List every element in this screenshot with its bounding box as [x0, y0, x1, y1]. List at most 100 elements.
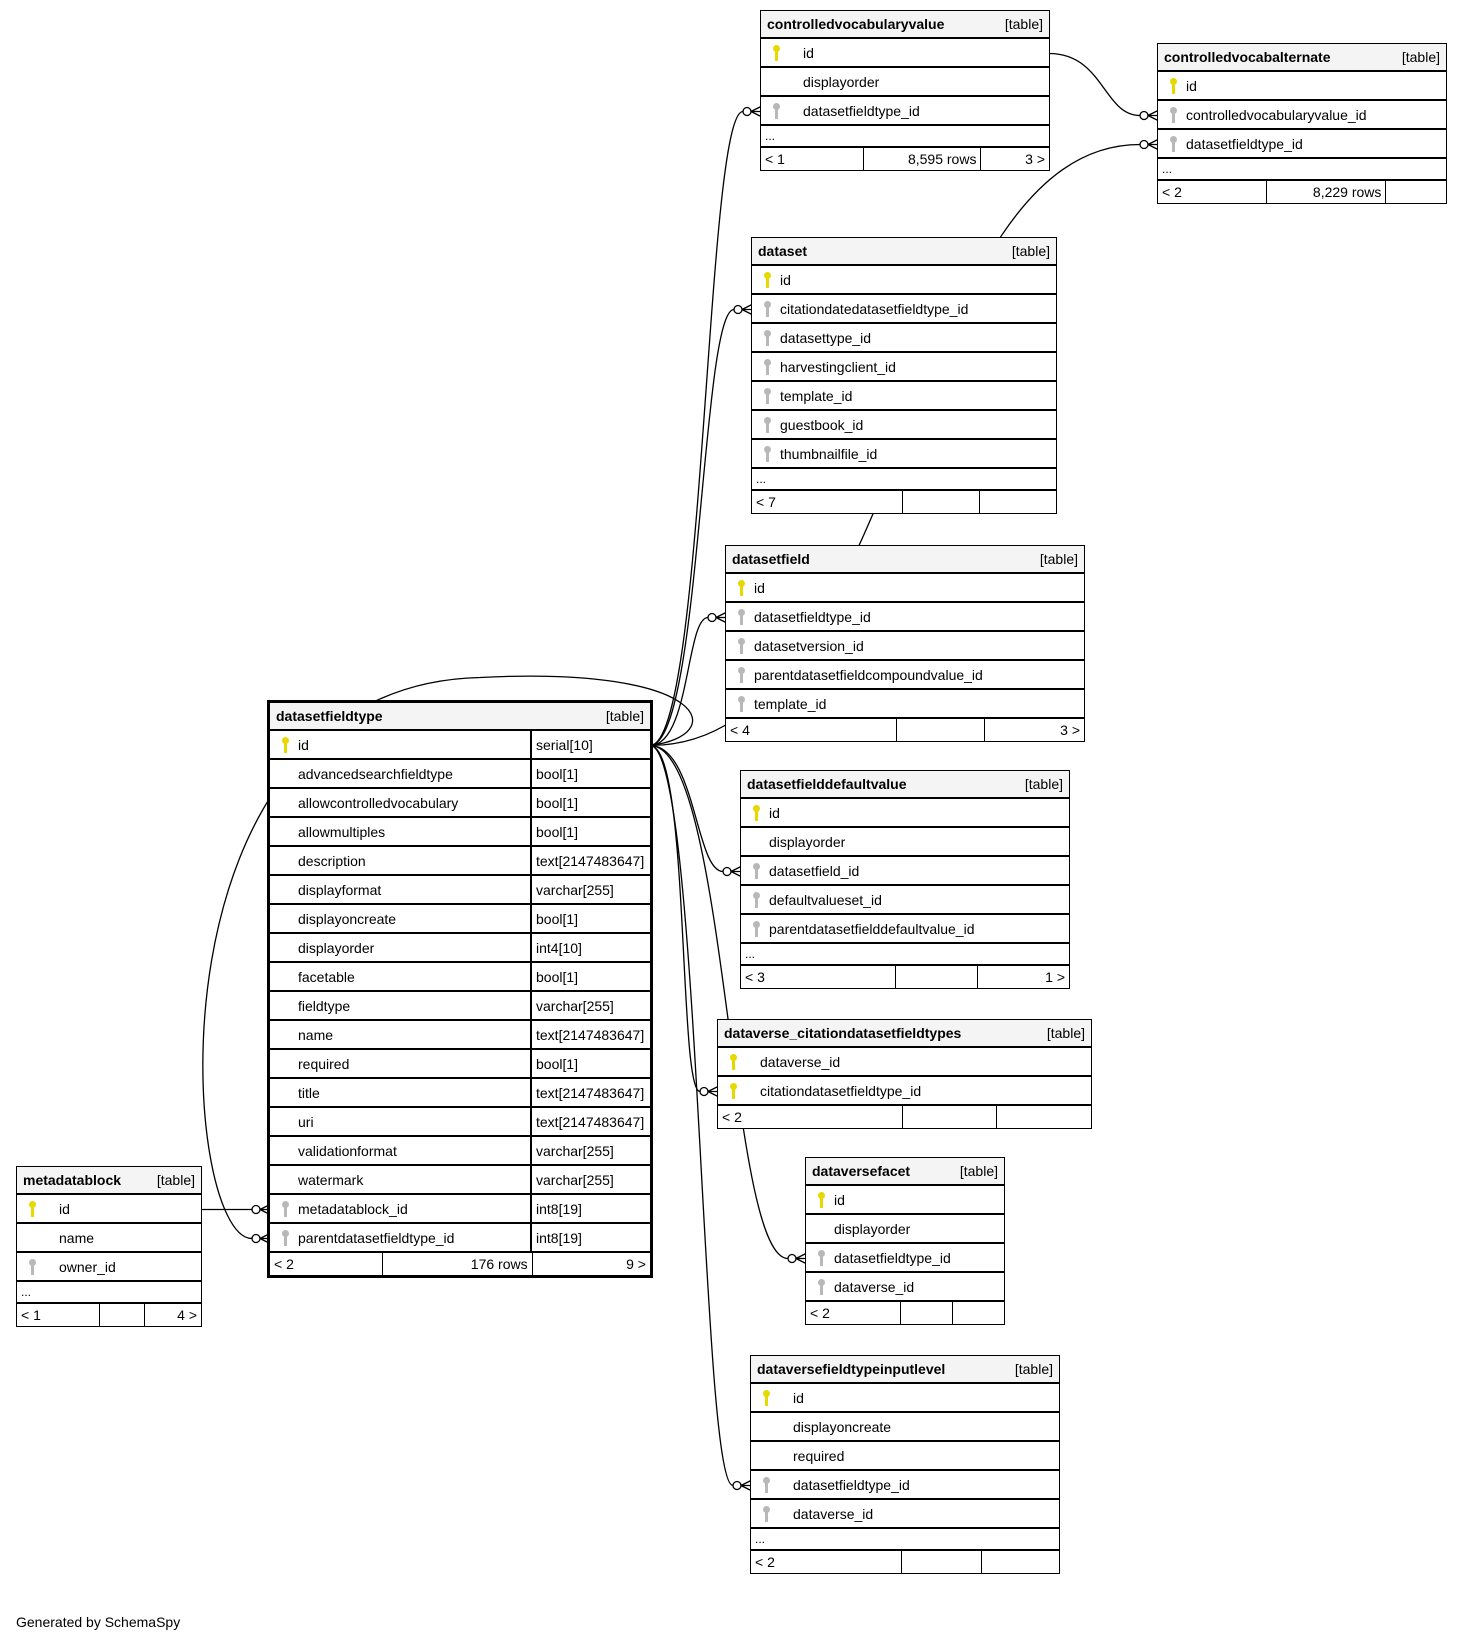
- column-row[interactable]: parentdatasetfieldcompoundvalue_id: [726, 661, 1084, 690]
- parents-count-link[interactable]: < 2: [270, 1253, 384, 1275]
- column-row[interactable]: dataverse_id: [751, 1500, 1059, 1529]
- column-row[interactable]: template_id: [726, 690, 1084, 719]
- parents-count-link[interactable]: < 3: [741, 966, 897, 988]
- column-row[interactable]: datasetfieldtype_id: [751, 1471, 1059, 1500]
- column-row[interactable]: datasetfieldtype_id: [806, 1244, 1004, 1273]
- children-count-link[interactable]: 4 >: [177, 1307, 197, 1323]
- table-header[interactable]: dataversefacet[table]: [806, 1158, 1004, 1186]
- parents-count-link[interactable]: < 2: [718, 1106, 903, 1128]
- table-header[interactable]: controlledvocabularyvalue[table]: [761, 11, 1049, 39]
- more-columns-ellipsis[interactable]: ...: [761, 126, 1049, 148]
- more-columns-ellipsis[interactable]: ...: [17, 1282, 201, 1304]
- parents-count-link[interactable]: < 1: [17, 1304, 101, 1326]
- table-header[interactable]: dataverse_citationdatasetfieldtypes[tabl…: [718, 1020, 1091, 1048]
- children-count-link[interactable]: [953, 1302, 1005, 1324]
- column-row[interactable]: harvestingclient_id: [752, 353, 1056, 382]
- table-header[interactable]: datasetfieldtype[table]: [270, 703, 650, 731]
- table-name[interactable]: datasetfielddefaultvalue: [747, 776, 907, 792]
- column-row[interactable]: datasetfield_id: [741, 857, 1069, 886]
- column-row[interactable]: citationdatedatasetfieldtype_id: [752, 295, 1056, 324]
- parents-count-link[interactable]: < 2: [806, 1302, 901, 1324]
- table-name[interactable]: dataverse_citationdatasetfieldtypes: [724, 1025, 962, 1041]
- table-name[interactable]: metadatablock: [23, 1172, 122, 1188]
- column-row[interactable]: required: [751, 1442, 1059, 1471]
- parents-count-link[interactable]: < 2: [1158, 181, 1268, 203]
- parents-count-link[interactable]: < 1: [761, 148, 865, 170]
- column-row[interactable]: template_id: [752, 382, 1056, 411]
- table-name[interactable]: controlledvocabalternate: [1164, 49, 1331, 65]
- column-row[interactable]: citationdatasetfieldtype_id: [718, 1077, 1091, 1106]
- children-count-link[interactable]: [982, 1551, 1060, 1573]
- table-header[interactable]: datasetfield[table]: [726, 546, 1084, 574]
- children-count-link[interactable]: 3 >: [1060, 722, 1081, 738]
- column-row[interactable]: name: [17, 1224, 201, 1253]
- column-row[interactable]: id: [1158, 72, 1446, 101]
- column-row[interactable]: datasettype_id: [752, 324, 1056, 353]
- table-header[interactable]: datasetfielddefaultvalue[table]: [741, 771, 1069, 799]
- parents-count-link[interactable]: < 2: [751, 1551, 902, 1573]
- more-columns-ellipsis[interactable]: ...: [751, 1529, 1059, 1551]
- more-columns-ellipsis[interactable]: ...: [752, 469, 1056, 491]
- parents-count-link[interactable]: < 7: [752, 491, 903, 513]
- children-count-link[interactable]: 9 >: [626, 1256, 646, 1272]
- children-count-link[interactable]: [997, 1106, 1092, 1128]
- children-count-link[interactable]: [1386, 181, 1446, 203]
- column-row[interactable]: guestbook_id: [752, 411, 1056, 440]
- parents-count-link[interactable]: < 4: [726, 719, 898, 741]
- column-row[interactable]: id: [17, 1195, 201, 1224]
- more-columns-ellipsis[interactable]: ...: [1158, 159, 1446, 181]
- column-row[interactable]: displayorder: [806, 1215, 1004, 1244]
- table-dataverse-citationdatasetfieldtypes[interactable]: dataverse_citationdatasetfieldtypes[tabl…: [717, 1019, 1092, 1129]
- table-header[interactable]: controlledvocabalternate[table]: [1158, 44, 1446, 72]
- children-count-link[interactable]: 3 >: [1025, 151, 1045, 167]
- column-row[interactable]: displayorder: [761, 68, 1049, 97]
- table-name[interactable]: datasetfield: [732, 551, 810, 567]
- column-row[interactable]: id: [751, 1384, 1059, 1413]
- column-row[interactable]: dataverse_id: [806, 1273, 1004, 1302]
- children-count-link[interactable]: 1 >: [1045, 969, 1065, 985]
- table-name[interactable]: dataversefacet: [812, 1163, 911, 1179]
- column-row[interactable]: datasetfieldtype_id: [761, 97, 1049, 126]
- children-count-link[interactable]: [980, 491, 1056, 513]
- table-name[interactable]: dataversefieldtypeinputlevel: [757, 1361, 946, 1377]
- column-row[interactable]: defaultvalueset_id: [741, 886, 1069, 915]
- table-header[interactable]: metadatablock[table]: [17, 1167, 201, 1195]
- column-row[interactable]: displayoncreate: [751, 1413, 1059, 1442]
- column-row[interactable]: thumbnailfile_id: [752, 440, 1056, 469]
- column-row[interactable]: controlledvocabularyvalue_id: [1158, 101, 1446, 130]
- column-row[interactable]: displayorder: [741, 828, 1069, 857]
- table-header[interactable]: dataset[table]: [752, 238, 1056, 266]
- column-row[interactable]: owner_id: [17, 1253, 201, 1282]
- table-name[interactable]: controlledvocabularyvalue: [767, 16, 945, 32]
- column-row[interactable]: id: [806, 1186, 1004, 1215]
- column-row[interactable]: parentdatasetfielddefaultvalue_id: [741, 915, 1069, 944]
- column-row[interactable]: id: [726, 574, 1084, 603]
- column-row[interactable]: dataverse_id: [718, 1048, 1091, 1077]
